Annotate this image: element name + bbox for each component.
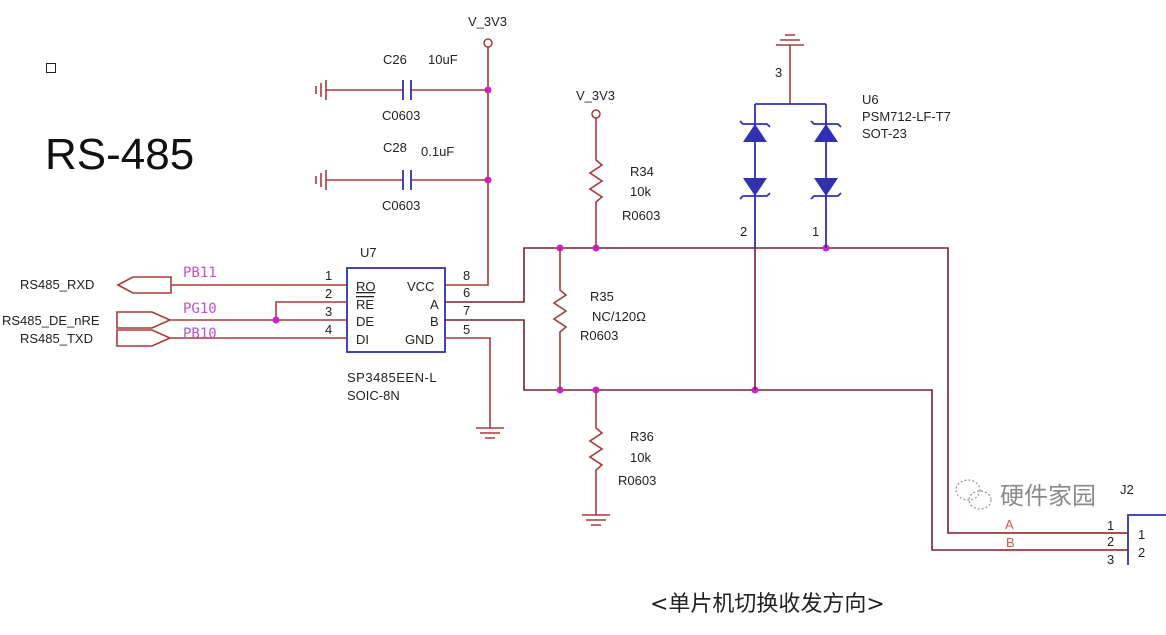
tvs-u6: 3 2 1 U6 PSM712-LF-T7 SOT-23 [739,34,951,390]
c26-value: 10uF [428,52,458,67]
svg-text:VCC: VCC [407,279,434,294]
c28-pkg: C0603 [382,198,420,213]
svg-text:10k: 10k [630,450,651,465]
svg-text:2: 2 [325,286,332,301]
power-vcc-1: V_3V3 [445,14,507,286]
net-b [445,319,1128,551]
caption: <单片机切换收发方向> [650,592,885,617]
tvs-diode-icon [743,124,838,196]
port-txd: RS485_TXD PB10 [20,326,347,347]
svg-text:U6: U6 [862,92,879,107]
svg-text:R35: R35 [590,289,614,304]
u7-pkg: SOIC-8N [347,388,400,403]
c28-value: 0.1uF [421,144,454,159]
svg-text:2: 2 [740,224,747,239]
ground-icon [476,427,504,439]
svg-text:RO: RO [356,279,376,294]
svg-text:DE: DE [356,314,374,329]
u7-part: SP3485EEN-L [347,370,437,385]
svg-text:A: A [1005,517,1014,532]
ground-icon [776,34,804,104]
svg-text:1: 1 [1138,527,1145,542]
svg-text:2: 2 [1107,534,1114,549]
svg-text:R36: R36 [630,429,654,444]
svg-text:3: 3 [775,65,782,80]
svg-text:2: 2 [1138,545,1145,560]
watermark-text: 硬件家园 [1000,482,1096,510]
watermark: 硬件家园 [955,479,1096,510]
vcc-label: V_3V3 [468,14,507,29]
c26-pkg: C0603 [382,108,420,123]
svg-text:7: 7 [463,303,470,318]
u7-ref: U7 [360,245,377,260]
svg-text:A: A [430,297,439,312]
port-de-nre: RS485_DE_nRE PG10 [2,301,347,329]
svg-text:8: 8 [463,268,470,283]
svg-text:PG10: PG10 [183,301,217,317]
resistor-r36: R36 10k R0603 [582,390,656,526]
ic-u7: U7 SP3485EEN-L SOIC-8N 1 2 3 4 RO RE DE … [325,245,504,439]
svg-text:5: 5 [463,322,470,337]
svg-text:DI: DI [356,332,369,347]
svg-text:3: 3 [325,304,332,319]
svg-text:NC/120Ω: NC/120Ω [592,309,646,324]
wechat-icon [955,479,992,510]
capacitor-c28: C28 0.1uF C0603 [315,140,488,213]
c28-ref: C28 [383,140,407,155]
net-a [445,247,1128,534]
svg-text:1: 1 [325,268,332,283]
svg-text:6: 6 [463,285,470,300]
resistor-r34: V_3V3 R34 10k R0603 [576,88,660,248]
connector-j2: J2 A B 1 2 3 1 2 [1000,482,1166,567]
ground-icon [582,514,610,526]
svg-text:RS485_RXD: RS485_RXD [20,277,94,292]
svg-text:SOT-23: SOT-23 [862,126,907,141]
svg-text:PB10: PB10 [183,326,217,342]
svg-text:3: 3 [1107,552,1114,567]
port-rxd: RS485_RXD PB11 [20,265,347,294]
svg-text:B: B [430,314,439,329]
ground-icon [315,170,327,190]
c26-ref: C26 [383,52,407,67]
svg-text:R34: R34 [630,164,654,179]
vcc-label: V_3V3 [576,88,615,103]
svg-text:RS485_TXD: RS485_TXD [20,331,93,346]
svg-text:R0603: R0603 [580,328,618,343]
u7-pins: 1 2 3 4 RO RE DE DI VCC A B GND 8 6 7 5 [325,268,470,347]
svg-text:PSM712-LF-T7: PSM712-LF-T7 [862,109,951,124]
svg-text:4: 4 [325,322,332,337]
svg-text:B: B [1006,535,1015,550]
svg-text:R0603: R0603 [622,208,660,223]
svg-text:R0603: R0603 [618,473,656,488]
ground-icon [315,80,327,100]
svg-text:RS485_DE_nRE: RS485_DE_nRE [2,313,100,328]
capacitor-c26: C26 10uF C0603 [315,52,488,123]
diagram-title: RS-485 [45,130,195,179]
resistor-r35: R35 NC/120Ω R0603 [552,248,646,390]
svg-text:RE: RE [356,297,374,312]
checkbox-square [46,63,56,73]
svg-text:10k: 10k [630,184,651,199]
svg-text:1: 1 [1107,518,1114,533]
svg-text:J2: J2 [1120,482,1134,497]
svg-text:PB11: PB11 [183,265,217,281]
svg-text:1: 1 [812,224,819,239]
svg-text:GND: GND [405,332,434,347]
